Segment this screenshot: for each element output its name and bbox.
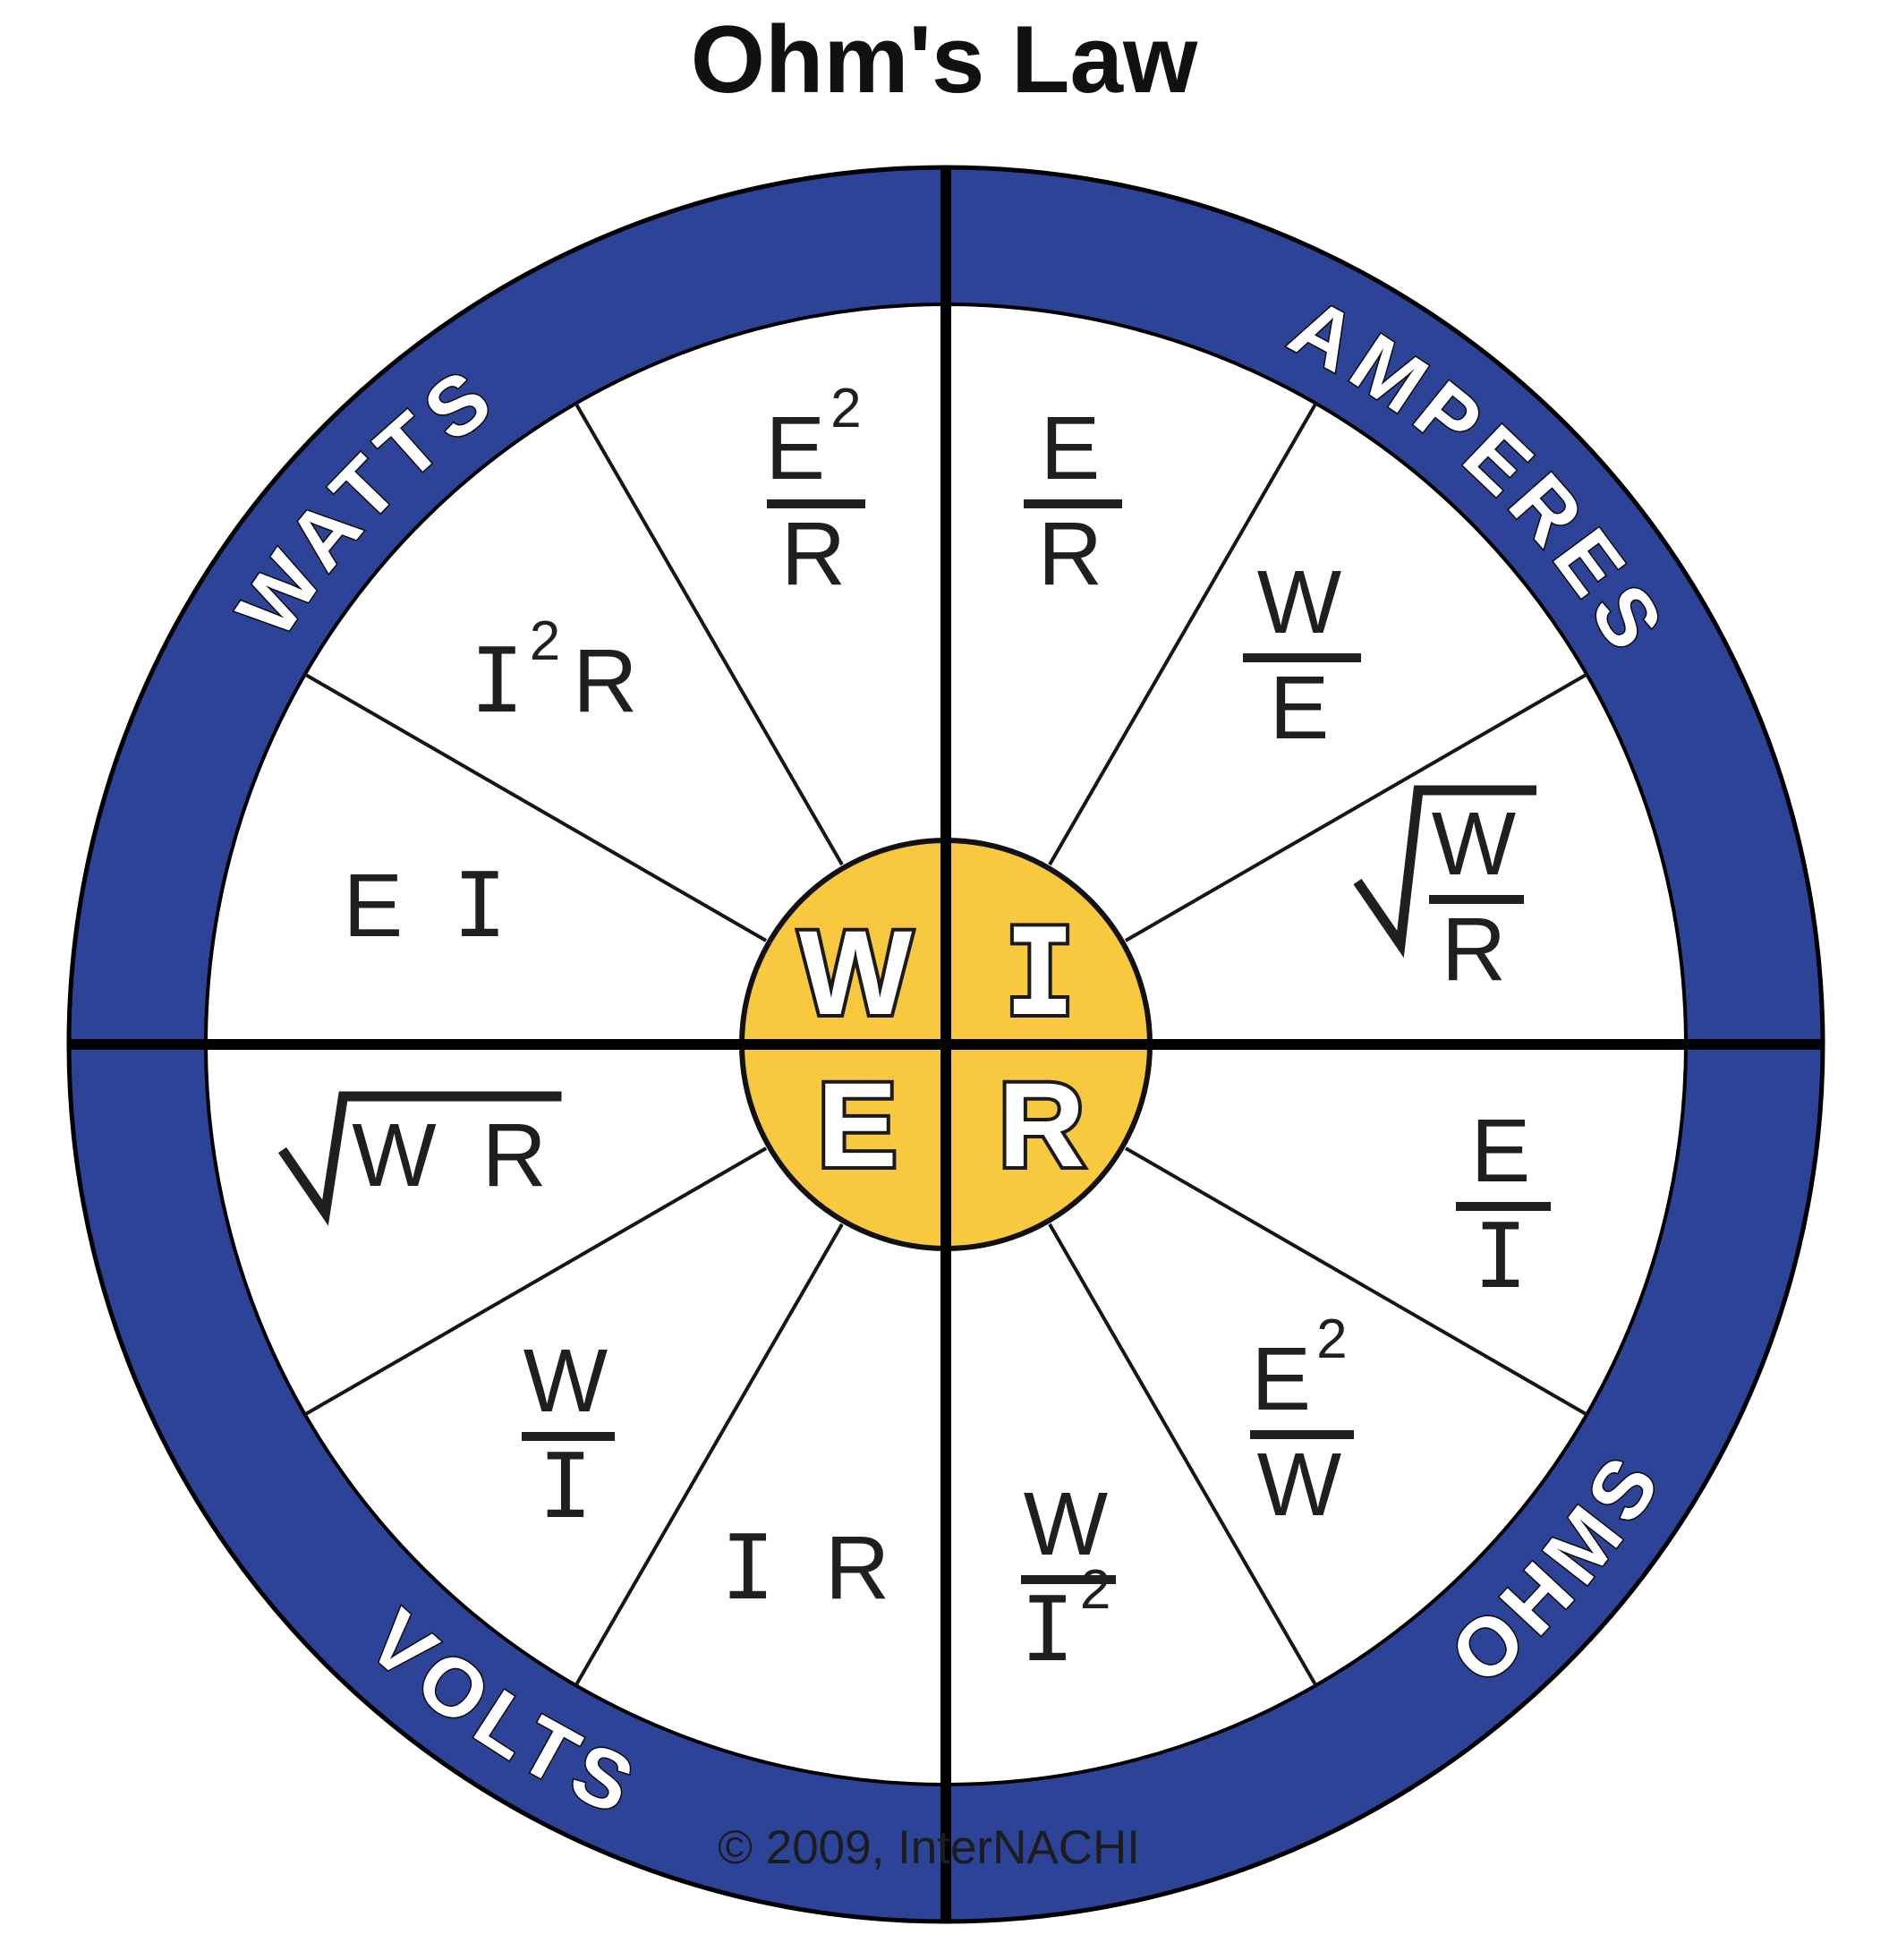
formula-text: I2R (471, 610, 643, 733)
formula-denominator: W (1257, 1435, 1347, 1535)
formula-numerator: E (1041, 398, 1106, 499)
sector-divider-line (1124, 672, 1588, 942)
copyright-notice: © 2009, InterNACHI (718, 1821, 1140, 1874)
formula-amperes-sqrt-w-over-r: WR (1353, 785, 1536, 1000)
formula-ohms-w-over-i2: WI2 (1021, 1474, 1117, 1682)
sector-divider-line (1048, 402, 1318, 866)
formula-numerator: W (1257, 552, 1347, 652)
formula-denominator: I (539, 1434, 598, 1538)
formula-volts-w-over-i: WI (522, 1331, 615, 1538)
formula-watts-i2r: I2R (471, 610, 643, 733)
formula-denominator: R (781, 504, 851, 604)
radical-sign (1353, 785, 1536, 959)
center-letter-r: R (999, 1059, 1085, 1192)
formula-amperes-e-over-r: ER (1024, 398, 1122, 604)
sector-divider-line (1124, 1146, 1588, 1417)
sector-divider-line (574, 402, 844, 866)
center-letter-w: W (799, 907, 913, 1040)
formula-watts-e2-over-r: E2R (765, 378, 866, 604)
formula-denominator: I (1474, 1204, 1533, 1308)
formula-numerator: E (1471, 1101, 1536, 1201)
formula-denominator: I2 (1021, 1559, 1117, 1682)
formula-amperes-w-over-e: WE (1243, 552, 1361, 758)
formula-numerator: W (523, 1331, 613, 1431)
radical-sign (277, 1091, 562, 1226)
formula-ohms-e2-over-w: E2W (1250, 1308, 1354, 1535)
sector-divider-line (303, 1146, 768, 1417)
page-title: Ohm's Law (691, 5, 1198, 113)
sector-divider-line (1048, 1223, 1318, 1687)
formula-numerator: W (1432, 794, 1521, 894)
formula-numerator: E2 (765, 378, 866, 499)
wheel-base (66, 165, 1825, 1924)
center-letter-i: I (1004, 903, 1076, 1043)
sector-divider-line (574, 1223, 844, 1687)
formula-numerator: W (1024, 1474, 1113, 1574)
formula-denominator: R (1442, 899, 1511, 1000)
formula-denominator: R (1038, 504, 1108, 604)
sector-divider-line (303, 672, 768, 942)
formula-numerator: E2 (1251, 1308, 1352, 1429)
center-letter-e: E (817, 1059, 897, 1192)
formula-ohms-e-over-i: EI (1456, 1101, 1551, 1308)
formula-denominator: E (1270, 658, 1335, 758)
